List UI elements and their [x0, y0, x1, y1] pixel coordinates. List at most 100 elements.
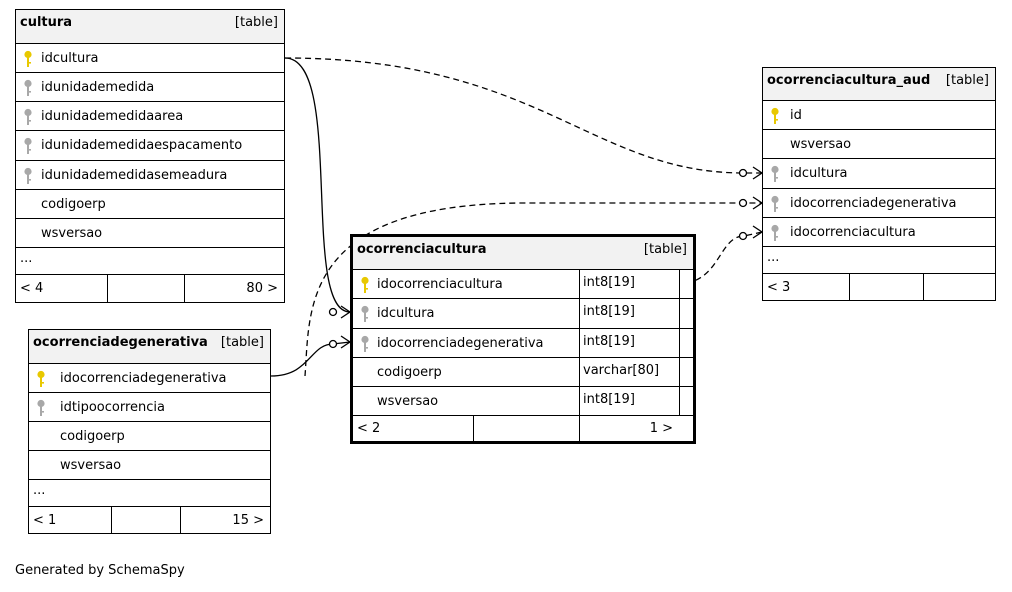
more-columns-indicator: ... [20, 251, 33, 266]
column-name: wsversao [41, 226, 103, 241]
column-row[interactable]: codigoerp varchar[80] [353, 358, 693, 387]
more-columns-row: ... [29, 480, 270, 507]
relationship-ocorrenciadegenerativa-aud [304, 202, 762, 377]
column-divider [579, 270, 580, 298]
optional-marker [738, 198, 748, 208]
table-kind: [table] [220, 335, 264, 350]
optional-marker [738, 168, 748, 178]
column-name: idunidademedidasemeadura [41, 168, 228, 183]
column-name: wsversao [790, 137, 852, 152]
column-row[interactable]: idunidademedidaarea [16, 102, 284, 131]
column-name: idunidademedida [41, 80, 155, 95]
column-name: idtipoocorrencia [60, 400, 165, 415]
optional-marker [328, 339, 338, 349]
foreign-key-icon [771, 195, 779, 212]
parents-count[interactable]: < 1 [33, 513, 57, 528]
column-row[interactable]: idtipoocorrencia [29, 393, 270, 422]
footer-divider [184, 275, 185, 302]
column-name: codigoerp [60, 429, 125, 444]
footer-divider [107, 275, 108, 302]
foreign-key-icon [24, 108, 32, 125]
relationship-cultura-ocorrenciacultura [284, 57, 351, 313]
column-row[interactable]: idocorrenciadegenerativa int8[19] [353, 329, 693, 358]
column-row[interactable]: wsversao [29, 451, 270, 480]
table-cultura[interactable]: cultura [table] idcultura idunidademedid… [15, 9, 285, 303]
column-row[interactable]: wsversao [16, 219, 284, 248]
primary-key-icon [361, 276, 369, 293]
table-kind: [table] [643, 242, 687, 257]
column-row[interactable]: idunidademedidaespacamento [16, 131, 284, 161]
foreign-key-icon [771, 165, 779, 182]
table-ocorrenciacultura-aud[interactable]: ocorrenciacultura_aud [table] id wsversa… [762, 67, 996, 301]
column-row[interactable]: idunidademedidasemeadura [16, 161, 284, 190]
column-row[interactable]: idcultura int8[19] [353, 299, 693, 329]
table-name: ocorrenciacultura [357, 242, 487, 257]
column-type: int8[19] [583, 392, 635, 407]
table-header: ocorrenciadegenerativa [table] [29, 330, 270, 364]
optional-marker [738, 231, 748, 241]
column-row[interactable]: idocorrenciacultura int8[19] [353, 270, 693, 299]
table-name: cultura [20, 15, 73, 30]
column-row[interactable]: idunidademedida [16, 73, 284, 102]
column-name: idocorrenciadegenerativa [60, 371, 227, 386]
column-row[interactable]: wsversao int8[19] [353, 387, 693, 416]
generated-by-credit: Generated by SchemaSpy [15, 563, 185, 578]
column-row[interactable]: id [763, 101, 995, 130]
parents-count[interactable]: < 4 [20, 281, 44, 296]
foreign-key-icon [771, 224, 779, 241]
column-name: idcultura [790, 166, 848, 181]
foreign-key-icon [24, 137, 32, 154]
table-footer: < 1 15 > [29, 507, 270, 533]
table-header: ocorrenciacultura_aud [table] [763, 68, 995, 101]
children-count[interactable]: 15 > [232, 513, 264, 528]
column-name: idcultura [41, 51, 99, 66]
parents-count[interactable]: < 2 [357, 421, 381, 436]
column-divider [579, 387, 580, 415]
children-count[interactable]: 80 > [246, 281, 278, 296]
footer-divider [849, 274, 850, 300]
table-ocorrenciacultura[interactable]: ocorrenciacultura [table] idocorrenciacu… [350, 234, 696, 444]
column-divider [579, 358, 580, 386]
foreign-key-icon [24, 167, 32, 184]
column-row[interactable]: idocorrenciadegenerativa [29, 364, 270, 393]
relationship-cultura-aud [284, 57, 762, 174]
column-name: wsversao [60, 458, 122, 473]
column-row[interactable]: idcultura [16, 44, 284, 73]
column-name: idocorrenciacultura [377, 277, 503, 292]
column-row[interactable]: codigoerp [29, 422, 270, 451]
column-divider [679, 358, 680, 386]
optional-marker [328, 307, 338, 317]
column-type: int8[19] [583, 334, 635, 349]
more-columns-row: ... [763, 247, 995, 274]
relationship-ocorrenciadegenerativa-ocorrenciacultura [270, 341, 351, 377]
column-name: idunidademedidaespacamento [41, 138, 243, 153]
footer-divider [923, 274, 924, 300]
footer-divider [473, 416, 474, 441]
table-footer: < 4 80 > [16, 275, 284, 302]
column-name: idcultura [377, 306, 435, 321]
more-columns-row: ... [16, 248, 284, 275]
children-count[interactable]: 1 > [649, 421, 673, 436]
column-name: idunidademedidaarea [41, 109, 184, 124]
column-row[interactable]: idocorrenciacultura [763, 218, 995, 247]
column-row[interactable]: codigoerp [16, 190, 284, 219]
column-name: wsversao [377, 394, 439, 409]
relationship-ocorrenciacultura-aud [685, 231, 763, 284]
column-row[interactable]: wsversao [763, 130, 995, 159]
foreign-key-icon [37, 399, 45, 416]
column-divider [679, 270, 680, 298]
column-divider [679, 329, 680, 357]
foreign-key-icon [361, 335, 369, 352]
column-name: idocorrenciadegenerativa [790, 196, 957, 211]
column-name: idocorrenciadegenerativa [377, 336, 544, 351]
table-name: ocorrenciadegenerativa [33, 335, 208, 350]
column-row[interactable]: idocorrenciadegenerativa [763, 189, 995, 218]
footer-divider [579, 416, 580, 441]
foreign-key-icon [361, 305, 369, 322]
table-ocorrenciadegenerativa[interactable]: ocorrenciadegenerativa [table] idocorren… [28, 329, 271, 534]
more-columns-indicator: ... [33, 483, 46, 498]
parents-count[interactable]: < 3 [767, 280, 791, 295]
column-name: id [790, 108, 802, 123]
table-footer: < 3 [763, 274, 995, 300]
column-row[interactable]: idcultura [763, 159, 995, 189]
